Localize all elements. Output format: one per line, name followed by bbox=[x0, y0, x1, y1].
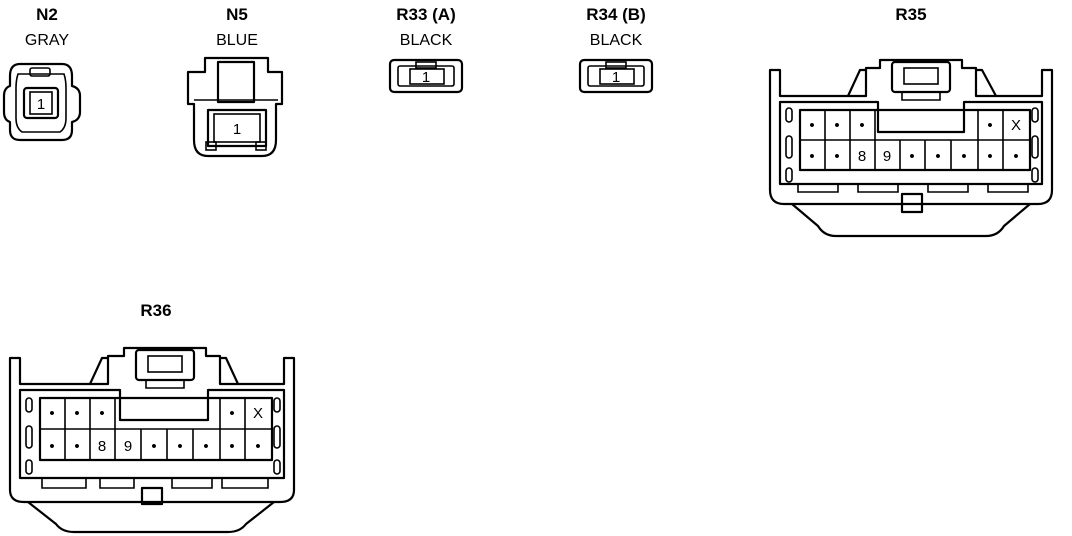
r34-code-label: R34 (B) bbox=[586, 5, 646, 24]
connector-n5: N5 BLUE 1 bbox=[186, 5, 284, 158]
r36-bot-pin-2: • bbox=[74, 438, 79, 455]
n5-pin-1: 1 bbox=[233, 121, 241, 138]
r33-pin-1: 1 bbox=[422, 69, 430, 86]
r36-bot-pin-4: 9 bbox=[124, 438, 132, 455]
r34-pin-1: 1 bbox=[612, 69, 620, 86]
connector-r35: R35 • • • • X • • 8 9 • • • bbox=[768, 5, 1054, 238]
r35-top-pin-3: • bbox=[859, 117, 864, 134]
r36-top-pin-1: • bbox=[49, 405, 54, 422]
r36-bot-pin-6: • bbox=[177, 438, 182, 455]
r35-top-pin-1: • bbox=[809, 117, 814, 134]
r36-top-pin-9: • bbox=[229, 405, 234, 422]
r36-bot-pin-9: • bbox=[255, 438, 260, 455]
n2-housing bbox=[2, 62, 82, 142]
r35-bot-pin-3: 8 bbox=[858, 148, 866, 165]
r35-bot-pin-8: • bbox=[987, 148, 992, 165]
r36-bot-pin-3: 8 bbox=[98, 438, 106, 455]
r35-bot-pin-1: • bbox=[809, 148, 814, 165]
r33-housing bbox=[388, 58, 464, 94]
r35-code-label: R35 bbox=[895, 5, 926, 24]
connector-r36: R36 • • • • X • • 8 9 • • • • • bbox=[8, 301, 296, 534]
r36-top-pin-2: • bbox=[74, 405, 79, 422]
r35-bot-pin-4: 9 bbox=[883, 148, 891, 165]
n5-housing bbox=[186, 56, 284, 158]
connector-r34: R34 (B) BLACK 1 bbox=[578, 5, 654, 94]
r35-top-pin-2: • bbox=[834, 117, 839, 134]
r36-top-pin-10: X bbox=[253, 405, 263, 422]
r36-bot-pin-7: • bbox=[203, 438, 208, 455]
r35-bot-pin-5: • bbox=[909, 148, 914, 165]
r36-bot-pin-8: • bbox=[229, 438, 234, 455]
r35-top-pin-10: X bbox=[1011, 117, 1021, 134]
connector-n2: N2 GRAY 1 bbox=[2, 5, 82, 142]
r33-code-label: R33 (A) bbox=[396, 5, 456, 24]
r33-color-label: BLACK bbox=[400, 32, 453, 49]
r36-bot-pin-5: • bbox=[151, 438, 156, 455]
n5-code-label: N5 bbox=[226, 5, 248, 24]
n2-code-label: N2 bbox=[36, 5, 58, 24]
r34-housing bbox=[578, 58, 654, 94]
r36-housing bbox=[8, 346, 296, 504]
r35-top-pin-9: • bbox=[987, 117, 992, 134]
connector-r33: R33 (A) BLACK 1 bbox=[388, 5, 464, 94]
n2-pin-1: 1 bbox=[37, 96, 45, 113]
r35-bot-pin-2: • bbox=[834, 148, 839, 165]
r36-code-label: R36 bbox=[140, 301, 171, 320]
n5-color-label: BLUE bbox=[216, 32, 258, 49]
n2-color-label: GRAY bbox=[25, 32, 69, 49]
r36-top-pin-3: • bbox=[99, 405, 104, 422]
r35-bot-pin-6: • bbox=[935, 148, 940, 165]
r35-housing bbox=[768, 58, 1054, 206]
r36-bot-pin-1: • bbox=[49, 438, 54, 455]
r34-color-label: BLACK bbox=[590, 32, 643, 49]
r35-bot-pin-7: • bbox=[961, 148, 966, 165]
r35-bot-pin-9: • bbox=[1013, 148, 1018, 165]
